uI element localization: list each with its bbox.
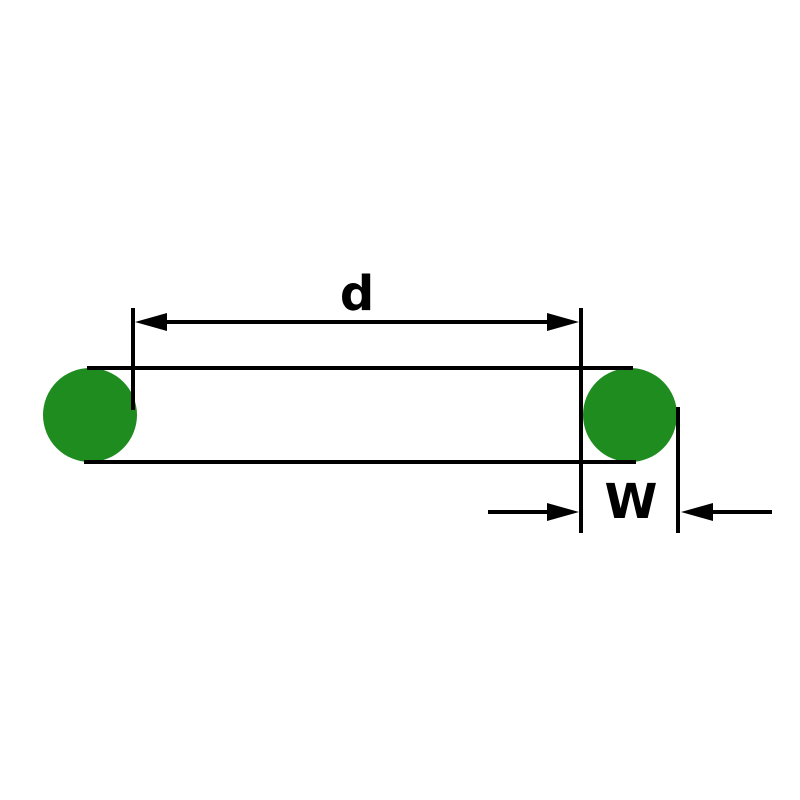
d-arrowhead-right [547,313,579,331]
ring-profile-lines [84,366,636,464]
cross-section-width-label: W [605,474,658,530]
oring-right-cross-section-circle [583,368,677,462]
dimension-lines [131,308,772,533]
w-arrowhead-right [681,503,713,521]
w-arrowhead-left [547,503,579,521]
inner-diameter-label: d [340,266,374,322]
d-arrowhead-left [135,313,167,331]
ring-cross-sections [43,368,677,462]
dimension-labels: d W [340,266,658,530]
oring-left-cross-section-circle [43,368,137,462]
dimension-arrowheads [135,313,713,521]
